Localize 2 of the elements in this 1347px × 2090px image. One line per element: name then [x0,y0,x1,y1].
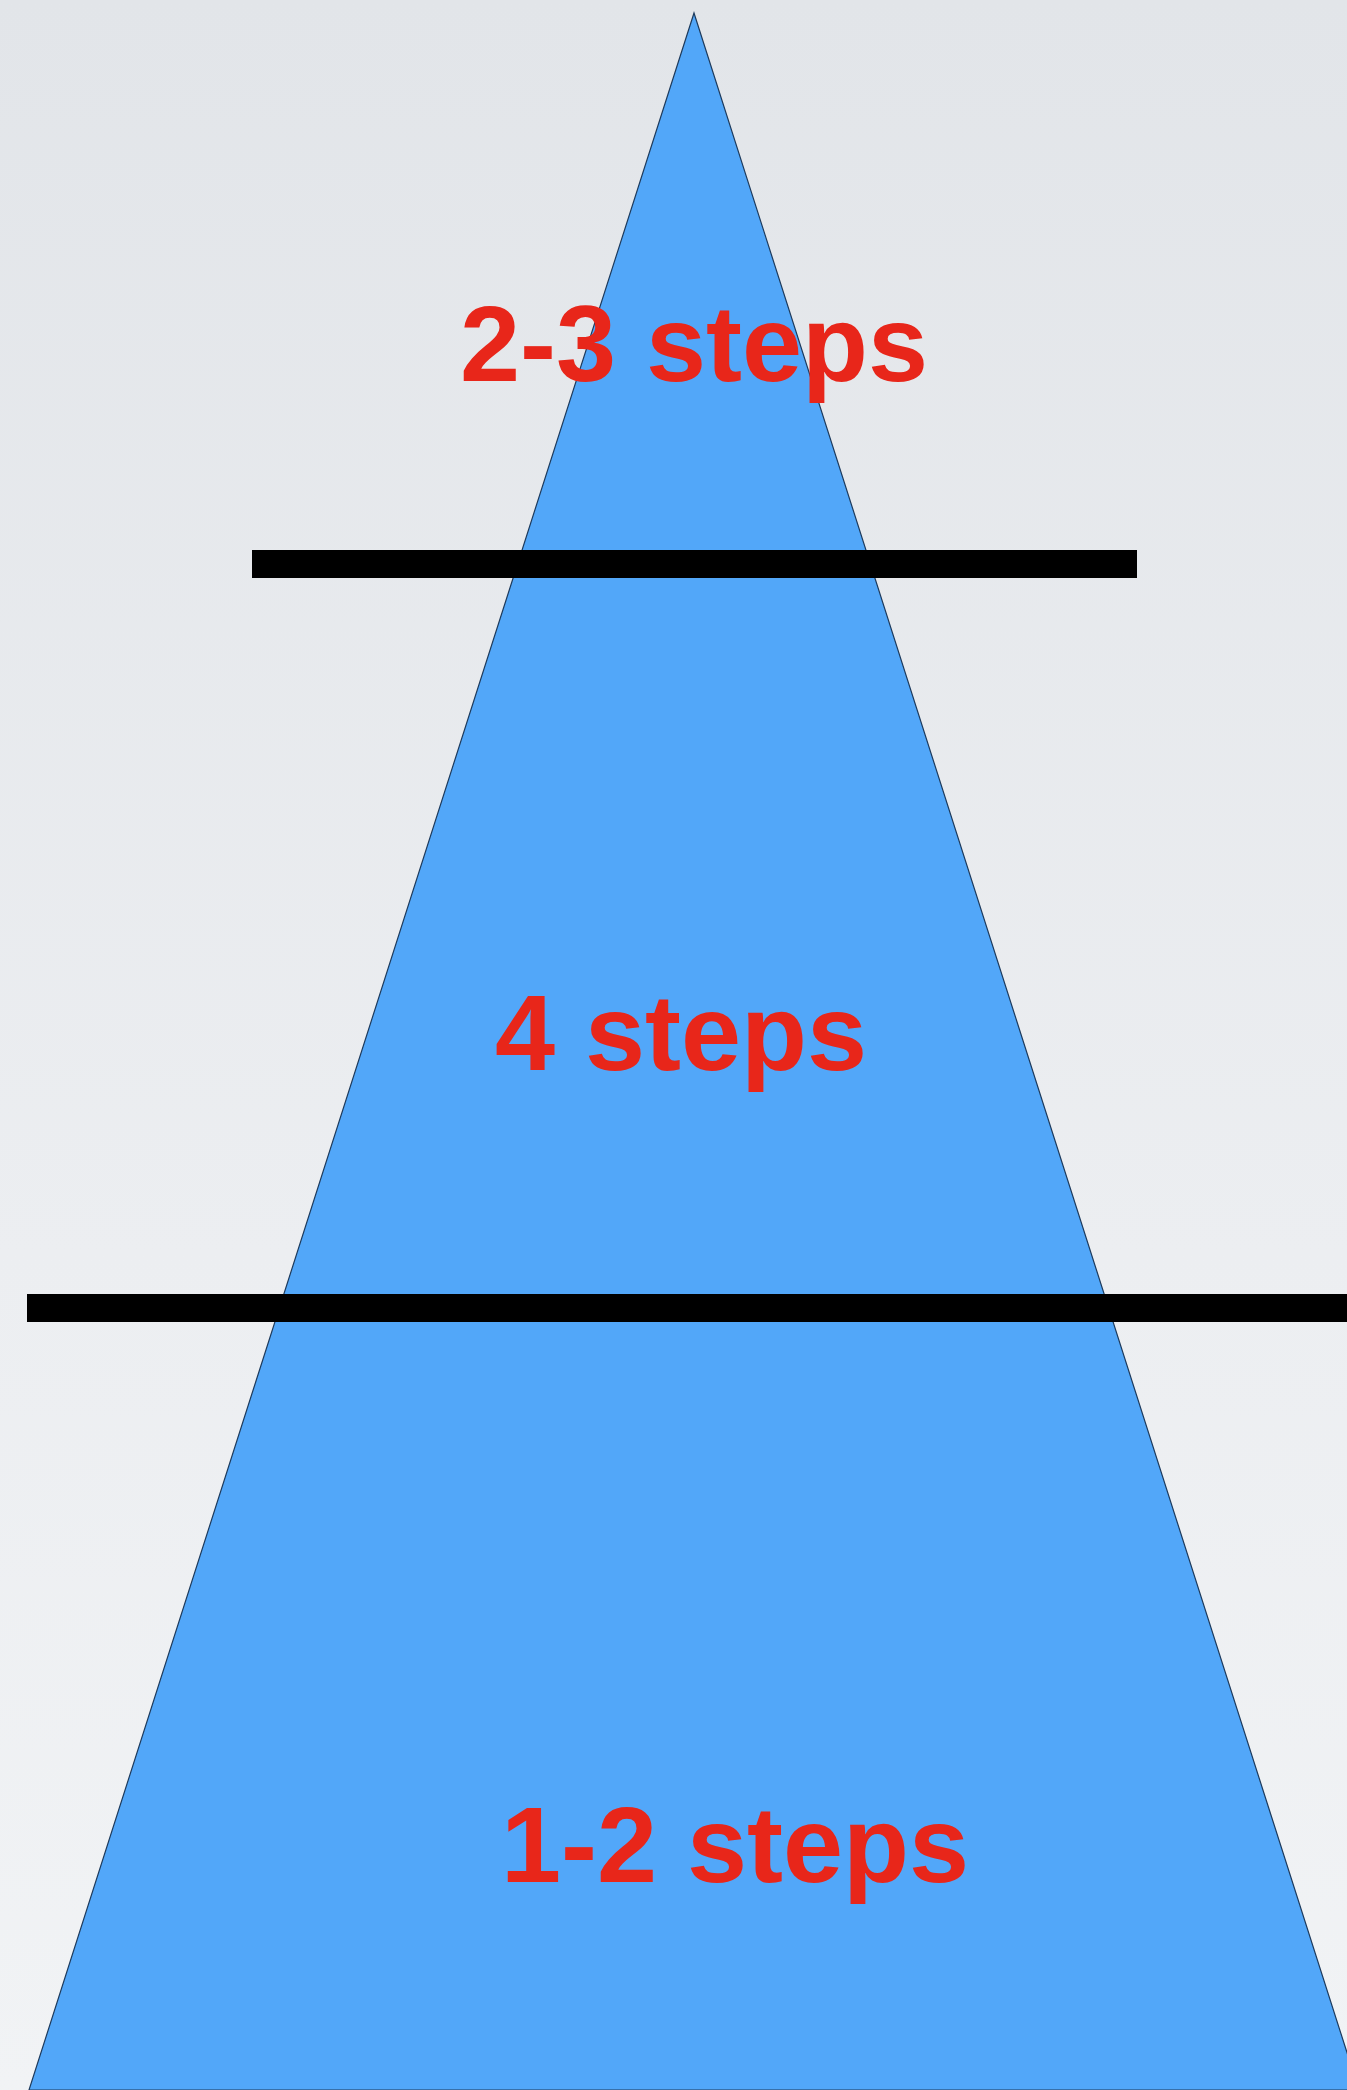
step-label: 1-2 steps [500,1785,970,1905]
step-label: 4 steps [494,973,868,1093]
